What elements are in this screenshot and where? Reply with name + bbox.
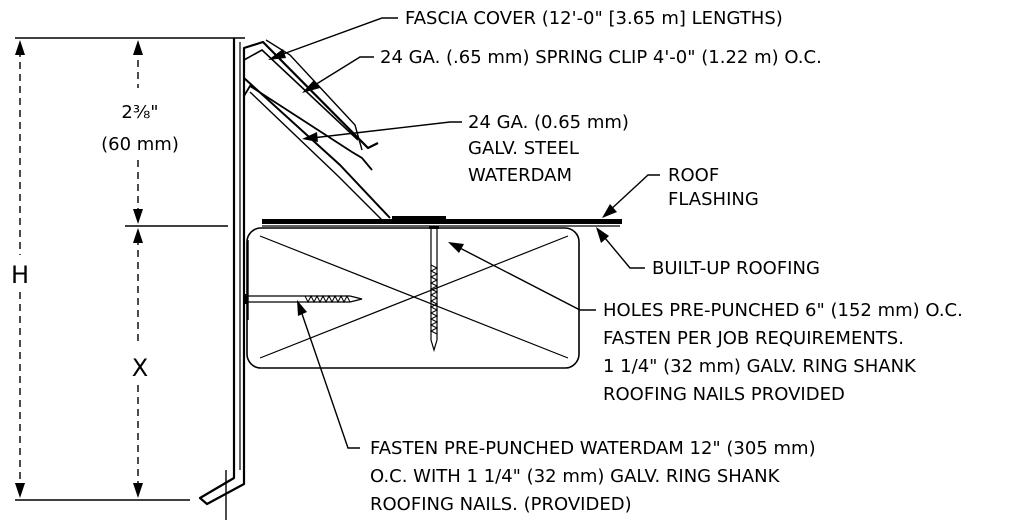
- dimension-x: X: [132, 228, 148, 498]
- callout-fasten-waterdam-line-1: FASTEN PRE-PUNCHED WATERDAM 12" (305 mm): [370, 438, 816, 459]
- callout-roof-flashing-line-2: FLASHING: [668, 189, 759, 210]
- dimension-gap: 2⅜" (60 mm): [101, 40, 228, 227]
- roof-flashing: [262, 216, 622, 227]
- dimension-x-label: X: [132, 354, 148, 382]
- dimension-gap-fraction: 2⅜": [121, 102, 158, 123]
- callout-waterdam-line-3: WATERDAM: [468, 165, 572, 186]
- callout-fascia-cover: FASCIA COVER (12'-0" [3.65 m] LENGTHS): [405, 8, 783, 29]
- nail-vertical: [429, 226, 439, 353]
- callout-holes-line-1: HOLES PRE-PUNCHED 6" (152 mm) O.C.: [603, 300, 963, 321]
- dimension-h-label: H: [11, 261, 29, 289]
- callout-built-up-roofing: BUILT-UP ROOFING: [652, 258, 820, 279]
- callout-roof-flashing-line-1: ROOF: [668, 165, 719, 186]
- callout-holes-line-3: 1 1/4" (32 mm) GALV. RING SHANK: [603, 356, 917, 377]
- leader-lines: [268, 17, 660, 449]
- dimension-h: H: [11, 37, 245, 501]
- callout-fasten-waterdam-line-3: ROOFING NAILS. (PROVIDED): [370, 494, 632, 515]
- waterdam: [243, 77, 391, 320]
- fascia-cover: [198, 38, 379, 520]
- callout-waterdam-line-1: 24 GA. (0.65 mm): [468, 112, 629, 133]
- dimension-gap-metric: (60 mm): [101, 134, 179, 155]
- callout-holes-line-2: FASTEN PER JOB REQUIREMENTS.: [603, 328, 904, 349]
- callout-waterdam-line-2: GALV. STEEL: [468, 138, 579, 159]
- callout-holes-line-4: ROOFING NAILS PROVIDED: [603, 384, 845, 405]
- callout-fasten-waterdam-line-2: O.C. WITH 1 1/4" (32 mm) GALV. RING SHAN…: [370, 466, 781, 487]
- spring-clip: [243, 39, 373, 171]
- callout-spring-clip: 24 GA. (.65 mm) SPRING CLIP 4'-0" (1.22 …: [380, 47, 822, 68]
- nail-horizontal: [244, 294, 363, 304]
- wood-nailer: [246, 227, 580, 369]
